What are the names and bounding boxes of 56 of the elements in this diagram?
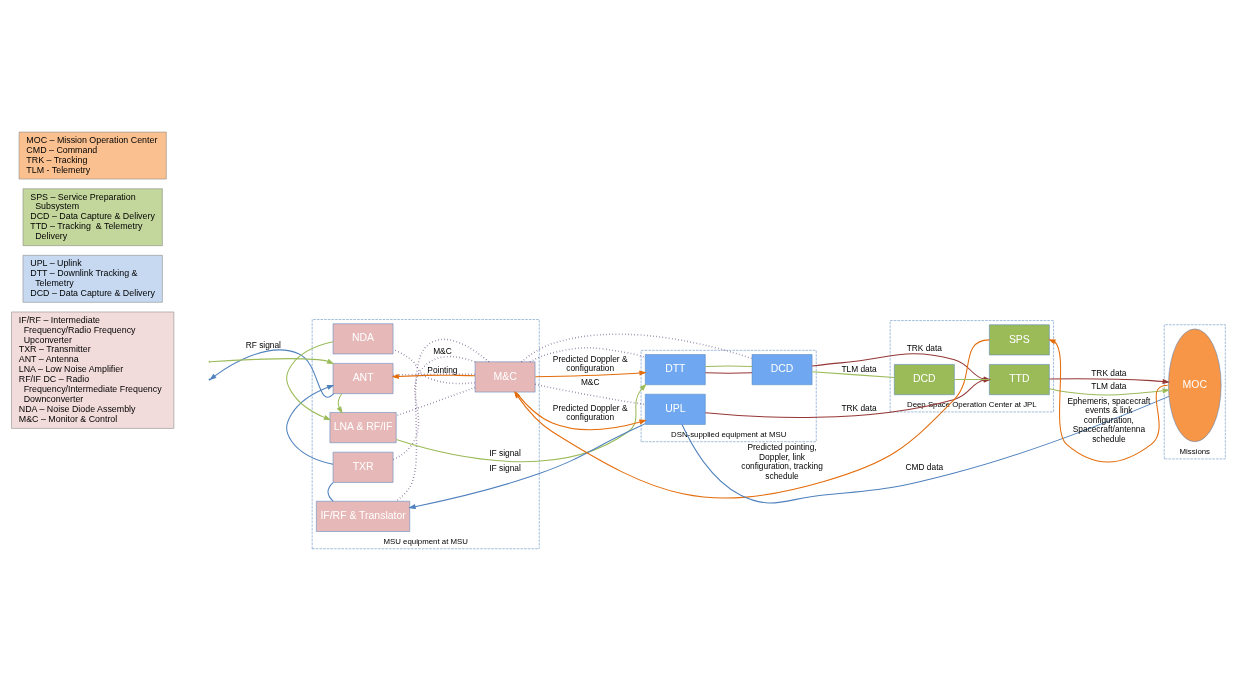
arrow <box>286 341 334 421</box>
edge-label: Pointing <box>427 364 458 375</box>
connector <box>392 355 476 461</box>
node-box: NDA <box>332 323 394 355</box>
connector <box>392 348 476 385</box>
connector <box>327 482 334 502</box>
arrow <box>391 373 476 380</box>
arrow <box>515 391 647 431</box>
edge-label: Predicted Doppler & configuration <box>552 402 628 423</box>
arrow <box>1049 378 1170 385</box>
edge-label: Predicted pointing, Doppler, link configuration, tracking schedule <box>741 442 823 481</box>
connector <box>392 373 476 377</box>
node-box: DTT <box>645 354 706 386</box>
node-box: DCD <box>894 364 955 395</box>
node-box: UPL <box>645 393 706 425</box>
arrow <box>1049 388 1170 396</box>
arrow <box>408 423 646 510</box>
edge-label: TRK data <box>1091 368 1127 379</box>
edge-label: IF signal <box>489 447 521 458</box>
node-box: ANT <box>332 363 394 394</box>
connector <box>681 395 1170 504</box>
node-box: UPL – Uplink DTT – Downlink Tracking & Telemetry DCD – Data Capture & Delivery <box>22 255 163 303</box>
edge-label: Ephemeris, spacecraft events & link configuration, Spacecraft/antenna schedule <box>1067 396 1151 444</box>
connector <box>395 338 490 502</box>
edge-label: TRK data <box>906 343 942 354</box>
edge-label: TLM data <box>841 363 877 374</box>
edge-label: Predicted Doppler & configuration <box>552 353 628 374</box>
edge-label: M&C <box>580 377 600 388</box>
edge-label: RF signal <box>245 339 281 350</box>
edge-label: IF signal <box>489 462 521 473</box>
arrow <box>534 370 647 378</box>
edge-label: TLM data <box>1091 381 1127 392</box>
connector <box>704 365 753 367</box>
edge-label: M&C <box>433 346 452 357</box>
connector <box>704 372 753 374</box>
node-box: DCD <box>751 354 813 386</box>
node-box: MOC – Mission Operation Center CMD – Command TRK – Tracking TLM - Telemetry <box>18 131 167 180</box>
arrow <box>1048 339 1169 463</box>
node-ellipse: MOC <box>1168 328 1222 442</box>
node-box: IF/RF & Translator <box>316 500 411 532</box>
node-box: LNA & RF/IF <box>329 412 397 443</box>
connector <box>534 383 647 406</box>
arrow <box>209 358 335 364</box>
node-box: TXR <box>332 451 394 483</box>
arrow <box>395 383 647 463</box>
node-box: SPS <box>989 324 1050 356</box>
node-box: M&C <box>474 361 536 393</box>
arrow <box>286 384 335 465</box>
node-box: SPS – Service Preparation Subsystem DCD – Data Capture & Delivery TTD – Tracking & Telemetry Delivery <box>22 188 163 246</box>
arrow <box>336 393 343 414</box>
node-box: IF/RF – Intermediate Frequency/Radio Frequency Upconverter TXR – Transmitter ANT – Antenna LNA – Low Noise Amplifier RF/IF DC – Radio Frequency/Intermediate Frequency Downconverter NDA – Noise Diode Assembly M&C – Monitor & Control <box>11 311 175 429</box>
node-box: TTD <box>989 364 1050 395</box>
arrow <box>209 349 335 398</box>
edge-label: CMD data <box>905 462 944 473</box>
edge-label: TRK data <box>841 403 877 414</box>
connector <box>811 371 895 378</box>
